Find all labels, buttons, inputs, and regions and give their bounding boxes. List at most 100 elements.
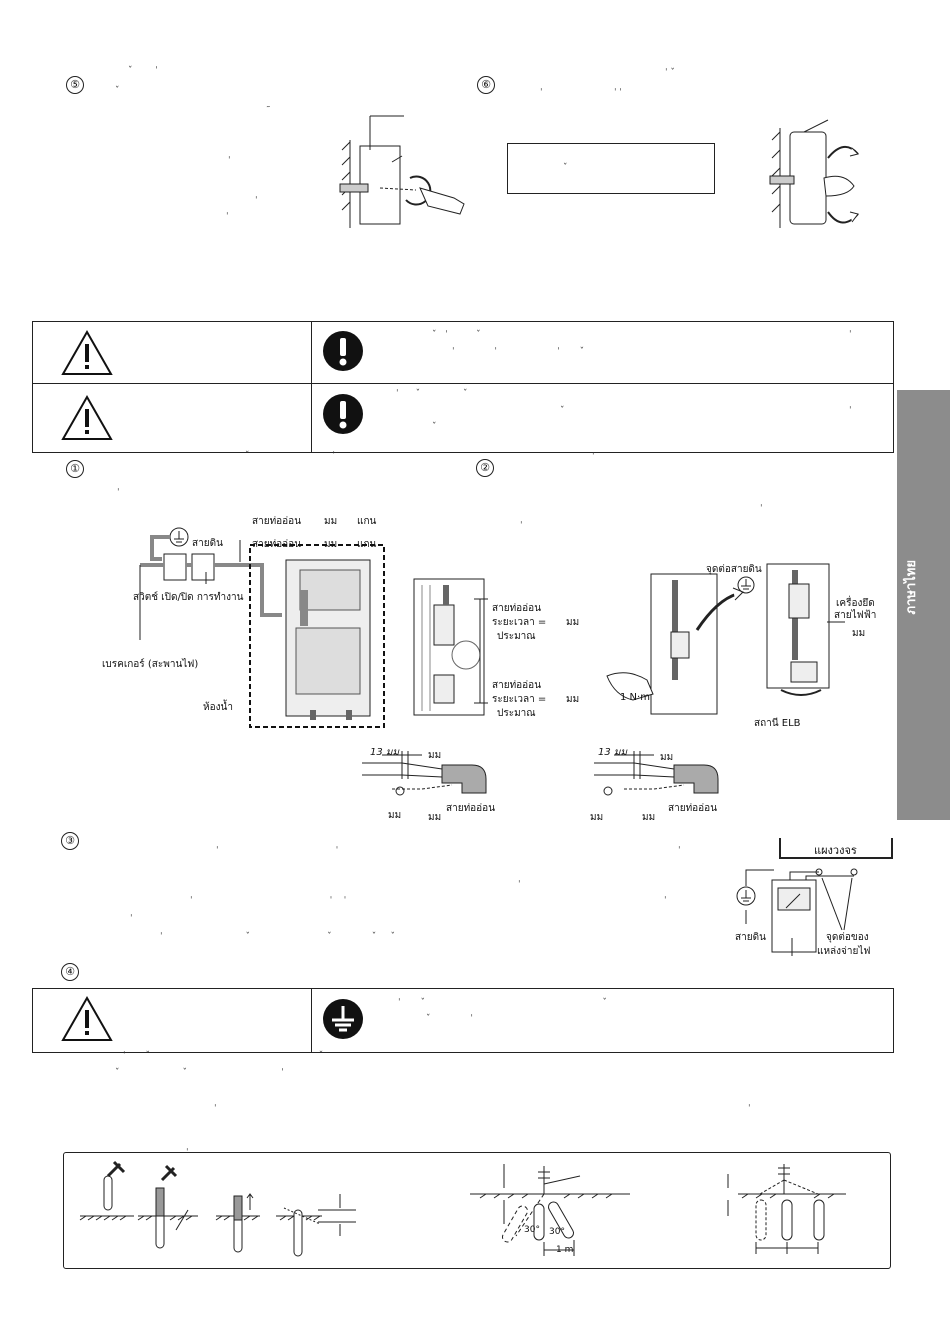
step-6-marker: ⑥	[477, 76, 495, 94]
core-label: แกน	[357, 516, 377, 527]
mandatory-action-icon	[323, 331, 363, 371]
step-1-marker: ①	[66, 460, 84, 478]
diacritic-marks: ˈ	[849, 330, 852, 340]
supply-point-label: จุดต่อของ	[826, 932, 869, 943]
diacritic-marks: ˈ	[678, 846, 681, 856]
mm-label: มม	[642, 812, 656, 823]
diacritic-marks: ˜	[266, 106, 271, 116]
diacritic-marks: ˈ	[748, 1104, 751, 1114]
mm-label: มม	[388, 810, 402, 821]
cable-clamp-label: สายไฟฟ้า	[834, 610, 877, 621]
diacritic-marks: ˈ ˇ ˇ ˇ ˇ	[160, 932, 396, 942]
diacritic-marks: ˈ	[255, 196, 258, 206]
bathroom-label: ห้องน้ำ	[203, 702, 233, 713]
pipe-label-1: สายท่ออ่อน	[252, 516, 302, 527]
diacritic-marks: ˈ	[592, 452, 595, 462]
mm-label: มม	[566, 617, 580, 628]
ground-label: สายดิน	[735, 932, 766, 943]
table-divider	[311, 988, 312, 1052]
cable-clamp-label: เครื่องยึด	[836, 598, 875, 609]
diacritic-marks: ˈ	[760, 504, 763, 514]
ground-rod-installation	[79, 1160, 356, 1257]
wiring-diagram	[139, 527, 385, 728]
mm-label: มม	[566, 694, 580, 705]
diacritic-marks: ˈ	[186, 1148, 189, 1158]
distance-a-label: ระยะเวลา =	[492, 617, 547, 628]
ground-warning-table	[32, 988, 894, 1053]
angle-label: 30°	[524, 1225, 540, 1235]
switch-label: สวิตช์ เปิด/ปิด การทำงาน	[133, 592, 244, 603]
diacritic-marks: ˈ ˇ ˇ	[398, 998, 607, 1008]
diacritic-marks: ˇ	[432, 422, 437, 432]
warning-triangle-icon	[61, 995, 113, 1041]
step-4-marker: ④	[61, 963, 79, 981]
strip-length-label: 13 มม	[370, 747, 400, 758]
ground-required-icon	[323, 999, 363, 1039]
diacritic-marks: ˇ	[115, 86, 120, 96]
ground-label: สายดิน	[192, 538, 223, 549]
ground-rod-angle-diagram	[470, 1164, 630, 1256]
diacritic-marks: ˈ ˇ ˇ	[396, 389, 468, 399]
mandatory-action-icon	[323, 394, 363, 434]
parallel-ground-rods-diagram	[727, 1164, 846, 1254]
earth-ground-icon	[737, 576, 755, 594]
language-tab-label: ภาษาไทย	[904, 560, 919, 615]
diacritic-marks: ˇ ˈ	[245, 451, 335, 461]
strip-length-label: 13 มม	[598, 747, 628, 758]
pipe-a-label: สายท่ออ่อน	[492, 603, 542, 614]
supply-point-label: แหล่งจ่ายไฟ	[817, 946, 871, 957]
distance-b-label: ระยะเวลา =	[492, 694, 547, 705]
diacritic-marks: ˇ ˇ ˈ	[115, 1068, 284, 1078]
diacritic-marks: ˈ	[228, 156, 231, 166]
diacritic-marks: ˈ ˈ ˈ	[190, 896, 347, 906]
table-divider	[311, 321, 312, 452]
mm-label: มม	[590, 812, 604, 823]
ground-rod-box	[63, 1152, 891, 1269]
step-5-marker: ⑤	[66, 76, 84, 94]
diacritic-marks: ˈ	[518, 880, 521, 890]
step-5-illustration	[339, 115, 465, 228]
table-divider	[32, 383, 893, 384]
step-6-note-box	[507, 143, 715, 194]
step-3-marker: ③	[61, 832, 79, 850]
warning-triangle-icon	[61, 394, 113, 440]
diacritic-marks: ˈ ˇ ˇ	[123, 1051, 324, 1061]
angle-label: 30°	[549, 1227, 565, 1237]
diacritic-marks: ˈ	[117, 488, 120, 498]
diacritic-marks: ˇ ˈ ˇ	[432, 330, 481, 340]
elb-label: สถานี ELB	[754, 718, 801, 729]
warning-table	[32, 321, 894, 453]
wire-strip-diagram-right	[594, 751, 719, 796]
diacritic-marks: ˈ	[849, 406, 852, 416]
approx-a-label: ประมาณ	[497, 631, 536, 642]
approx-b-label: ประมาณ	[497, 708, 536, 719]
diacritic-marks: ˈ ˈ ˈ ˇ	[452, 347, 585, 357]
mm-label: มม	[428, 812, 442, 823]
mm-label: มม	[324, 516, 338, 527]
diacritic-marks: ˇ	[560, 406, 565, 416]
diacritic-marks: ˈ ˈ	[216, 846, 339, 856]
mm-label: มม	[428, 750, 442, 761]
pipe-label: สายท่ออ่อน	[446, 803, 496, 814]
mm-label: มม	[660, 752, 674, 763]
panel-label: แผงวงจร	[814, 844, 857, 857]
ground-point-label: จุดต่อสายดิน	[706, 564, 762, 575]
diacritic-marks: ˈ	[130, 914, 133, 924]
diacritic-marks: ˈ ˈ ˈ	[540, 88, 622, 98]
dimension-marks	[474, 598, 488, 704]
pipe-b-label: สายท่ออ่อน	[492, 680, 542, 691]
wire-strip-diagram-left	[362, 751, 487, 796]
insulation-test-diagram	[736, 838, 893, 956]
step-2-marker: ②	[476, 459, 494, 477]
breaker-label: เบรคเกอร์ (สะพานไฟ)	[102, 659, 199, 670]
diacritic-marks: ˇ ˈ	[128, 66, 158, 76]
terminal-connection-diagram	[606, 563, 845, 715]
diacritic-marks: ˈ	[226, 212, 229, 222]
diacritic-marks: ˇ	[563, 163, 568, 173]
diacritic-marks: ˈ ˇ	[665, 68, 675, 78]
diacritic-marks: ˈ	[664, 896, 667, 906]
step-6-illustration	[769, 119, 859, 228]
diacritic-marks: ˈ	[214, 1104, 217, 1114]
language-tab[interactable]: ภาษาไทย	[897, 390, 950, 820]
mm-label: มม	[852, 628, 866, 639]
